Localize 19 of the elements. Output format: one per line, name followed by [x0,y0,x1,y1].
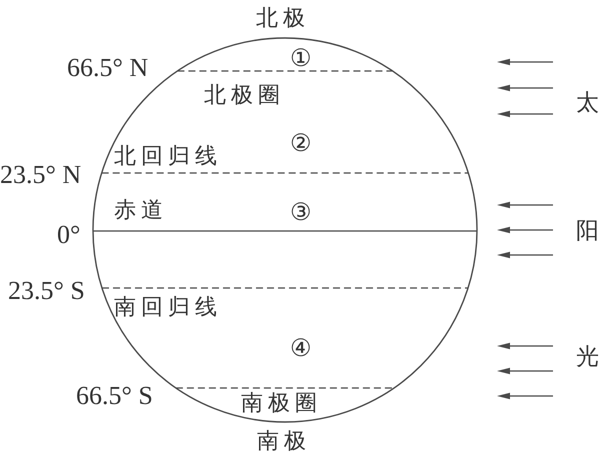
latitude-name: 北回归线 [114,146,222,168]
sunlight-label: 阳 [576,220,599,243]
latitude-name: 南极圈 [241,393,322,415]
latitude-value: 23.5° N [0,162,82,188]
latitude-value: 66.5° N [67,55,148,81]
pole-label: 北极 [256,8,310,30]
pole-label: 南极 [257,431,311,453]
latitude-name: 北极圈 [204,85,285,107]
sunlight-label: 光 [576,346,599,369]
latitude-value: 66.5° S [76,383,153,409]
latitude-name: 南回归线 [114,297,222,319]
sunlight-label: 太 [576,92,599,115]
latitude-value: 0° [57,222,80,248]
zone-number: ① [290,46,312,70]
latitude-name: 赤道 [114,200,168,222]
zone-number: ② [290,131,312,155]
latitude-value: 23.5° S [8,278,85,304]
zone-number: ③ [290,200,312,224]
zone-number: ④ [290,336,312,360]
